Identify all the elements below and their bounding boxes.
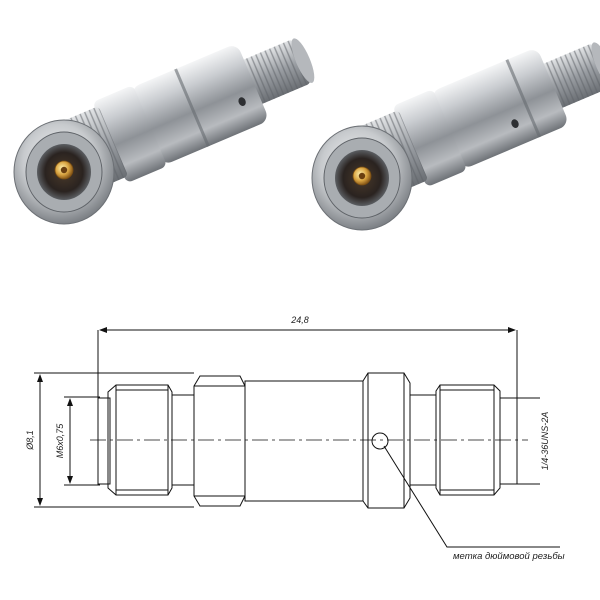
connector-photo-right <box>311 42 600 231</box>
diameter-label: Ø8,1 <box>25 430 35 451</box>
overall-length-label: 24,8 <box>290 315 309 325</box>
inch-thread-mark-icon <box>371 432 389 450</box>
leader-line <box>383 445 560 548</box>
inch-thread-label: 1/4-36UNS-2A <box>540 412 550 471</box>
connector-photo-left <box>13 38 315 225</box>
metric-thread-label: M6x0,75 <box>55 423 65 459</box>
technical-drawing <box>34 327 560 548</box>
inch-thread-note: метка дюймовой резьбы <box>453 551 565 562</box>
